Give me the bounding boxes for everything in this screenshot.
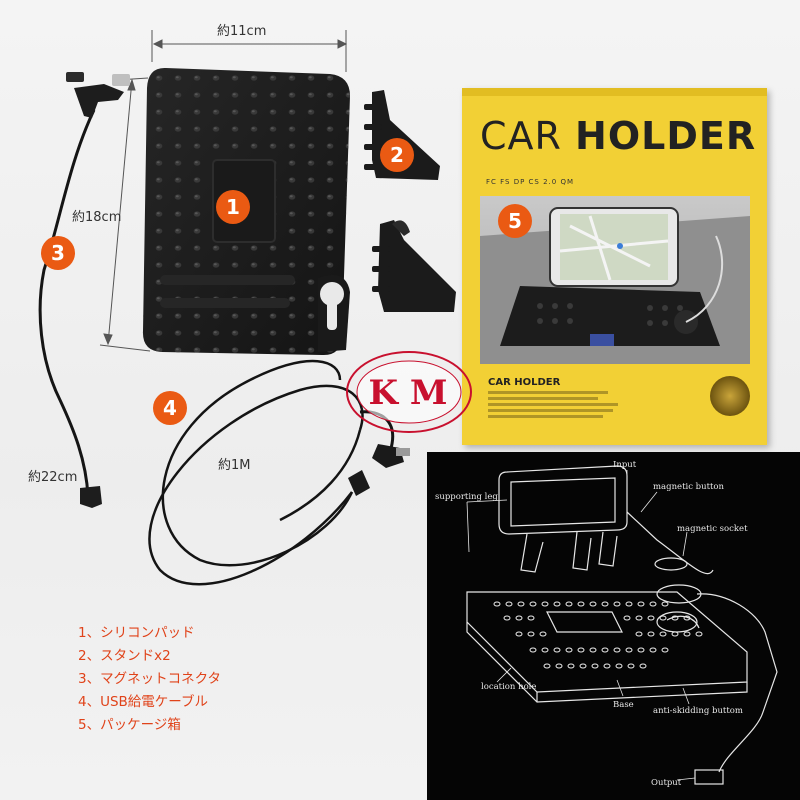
diagram-label-supporting-leg: supporting leg	[435, 492, 498, 502]
badge-2: 2	[380, 138, 414, 172]
box-bottom-heading: CAR HOLDER	[488, 377, 561, 388]
magnet-connector-cable	[38, 72, 130, 508]
box-product-photo	[480, 196, 750, 364]
package-box: CAR HOLDER FC FS DP CS 2.0 QM	[462, 88, 767, 445]
box-title-part2: HOLDER	[575, 114, 757, 158]
badge-4: 4	[153, 391, 187, 425]
legend-item-5: 5、パッケージ箱	[78, 717, 181, 733]
box-title: CAR HOLDER	[480, 114, 756, 158]
height-dimension-label: 約18cm	[72, 210, 122, 225]
diagram-label-output: Output	[651, 778, 682, 788]
diagram-label-magnetic-button: magnetic button	[653, 482, 725, 492]
stand-bottom	[372, 220, 456, 312]
cable3-length-label: 約22cm	[28, 470, 78, 485]
legend-item-4: 4、USB給電ケーブル	[78, 694, 208, 710]
cable4-length-label: 約1M	[218, 458, 251, 473]
dimension-lines	[99, 30, 348, 352]
diagram-label-location-hole: location hole	[481, 682, 537, 692]
box-title-part1: CAR	[480, 114, 576, 158]
assembly-diagram: Input supporting leg magnetic button mag…	[427, 452, 800, 800]
usb-power-cable	[148, 359, 395, 586]
badge-1: 1	[216, 190, 250, 224]
box-feature-lines	[488, 391, 618, 418]
contents-legend: 1、シリコンパッド 2、スタンドx2 3、マグネットコネクタ 4、USB給電ケー…	[78, 622, 221, 737]
legend-item-2: 2、スタンドx2	[78, 648, 171, 664]
badge-5: 5	[498, 204, 532, 238]
width-dimension-label: 約11cm	[217, 24, 267, 39]
legend-item-3: 3、マグネットコネクタ	[78, 671, 222, 687]
legend-item-1: 1、シリコンパッド	[78, 625, 195, 641]
diagram-label-input: Input	[613, 460, 637, 470]
box-spec-line: FC FS DP CS 2.0 QM	[486, 178, 575, 186]
box-photo-graphic	[480, 207, 750, 364]
diagram-label-anti-skidding: anti-skidding buttom	[653, 706, 743, 716]
badge-3: 3	[41, 236, 75, 270]
usb-connector	[348, 444, 410, 496]
box-quality-seal-icon	[710, 376, 750, 416]
shop-stamp-logo: K M	[346, 351, 472, 433]
diagram-label-base: Base	[613, 700, 634, 710]
diagram-label-magnetic-socket: magnetic socket	[677, 524, 748, 534]
stamp-brand-text: K M	[368, 373, 447, 413]
assembly-diagram-lines	[466, 465, 778, 785]
